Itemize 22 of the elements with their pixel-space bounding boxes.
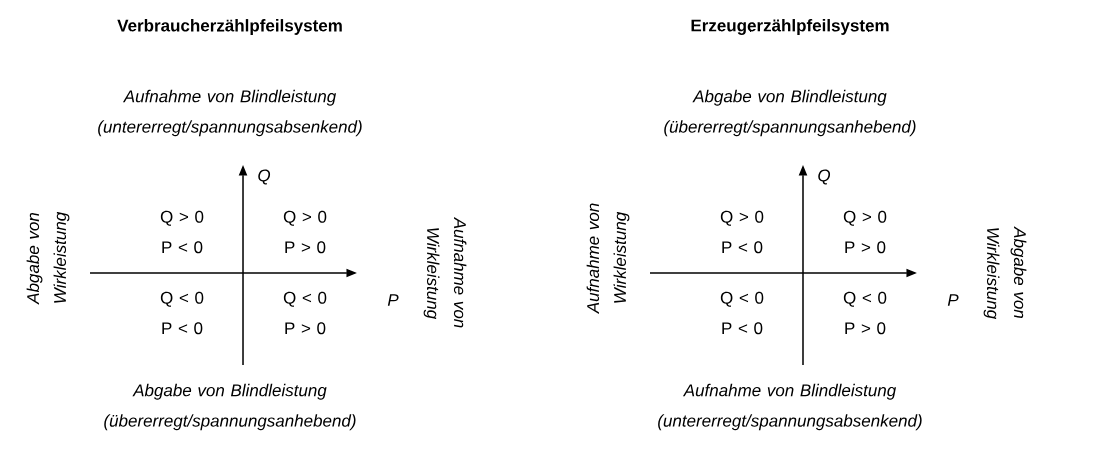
- quadrant-text: Q > 0 P < 0: [160, 210, 204, 254]
- rotated-text: Abgabe von Wirkleistung: [26, 211, 70, 305]
- panel-title: Erzeugerzählpfeilsystem: [691, 19, 889, 35]
- axis-label: P: [947, 294, 959, 306]
- rotated-text: Abgabe von Wirkleistung: [983, 226, 1027, 320]
- rotated-text: Aufnahme von Wirkleistung: [423, 216, 467, 328]
- description-text: Abgabe von Blindleistung (übererregt/spannungsanhebend): [664, 89, 916, 137]
- quadrant-text: Q > 0 P < 0: [720, 210, 764, 254]
- axis-label: P: [387, 294, 399, 306]
- rotated-text: Aufnahme von Wirkleistung: [586, 203, 630, 315]
- axis-label: Q: [258, 169, 271, 185]
- description-text: Abgabe von Blindleistung (übererregt/spannungsanhebend): [104, 383, 356, 431]
- panel-title: Verbraucherzählpfeilsystem: [117, 19, 342, 35]
- description-text: Aufnahme von Blindleistung (untererregt/spannungsabsenkend): [98, 89, 362, 137]
- quadrant-text: Q < 0 P > 0: [843, 291, 887, 335]
- quadrant-text: Q > 0 P > 0: [843, 210, 887, 254]
- quadrant-text: Q < 0 P > 0: [283, 291, 327, 335]
- quadrant-text: Q < 0 P < 0: [720, 291, 764, 335]
- quadrant-text: Q > 0 P > 0: [283, 210, 327, 254]
- axis-label: Q: [818, 169, 831, 185]
- description-text: Aufnahme von Blindleistung (untererregt/spannungsabsenkend): [658, 383, 922, 431]
- quadrant-text: Q < 0 P < 0: [160, 291, 204, 335]
